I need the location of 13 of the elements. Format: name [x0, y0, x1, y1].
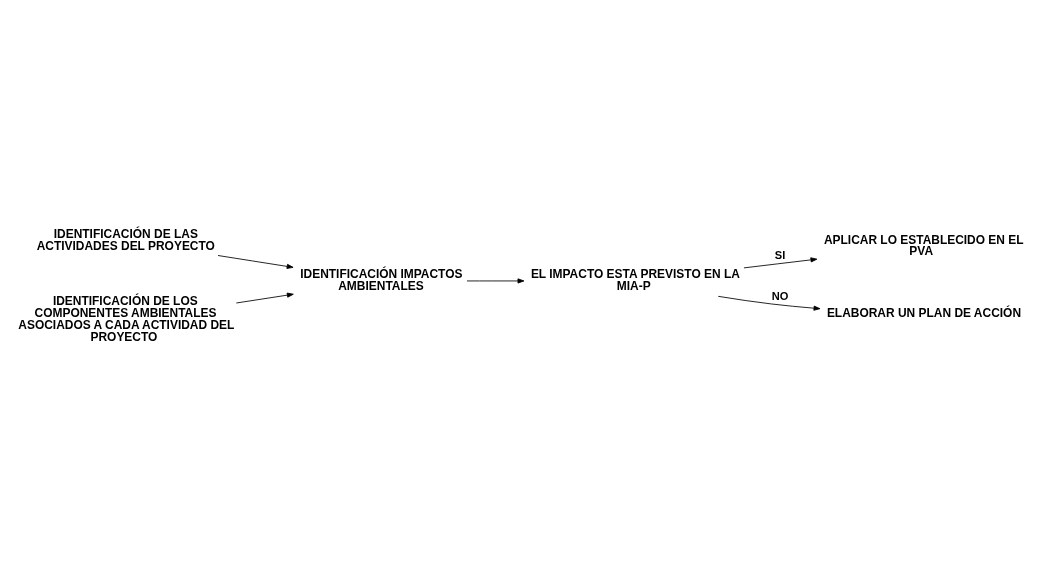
node-text: ELABORAR UN PLAN DE ACCIÓN	[826, 305, 1022, 320]
node-text: APLICAR LO ESTABLECIDO EN EL PVA	[823, 232, 1024, 258]
node-text: IDENTIFICACIÓN DE LAS ACTIVIDADES DEL PROYECTO	[36, 226, 215, 253]
node-text: IDENTIFICACIÓN DE LOS COMPONENTES AMBIENTALES ASOCIADOS A CADA ACTIVIDAD DEL PROYECTO	[18, 293, 235, 344]
edge-label: SI	[774, 248, 786, 261]
edge-label: NO	[771, 289, 789, 302]
arrow	[717, 295, 821, 311]
node-text: IDENTIFICACIÓN IMPACTOS AMBIENTALES	[300, 266, 463, 293]
node-text: EL IMPACTO ESTA PREVISTO EN LA MIA-P	[530, 266, 740, 293]
arrow	[743, 256, 818, 268]
arrow	[217, 254, 294, 269]
arrow	[235, 292, 294, 303]
arrow	[466, 277, 525, 283]
